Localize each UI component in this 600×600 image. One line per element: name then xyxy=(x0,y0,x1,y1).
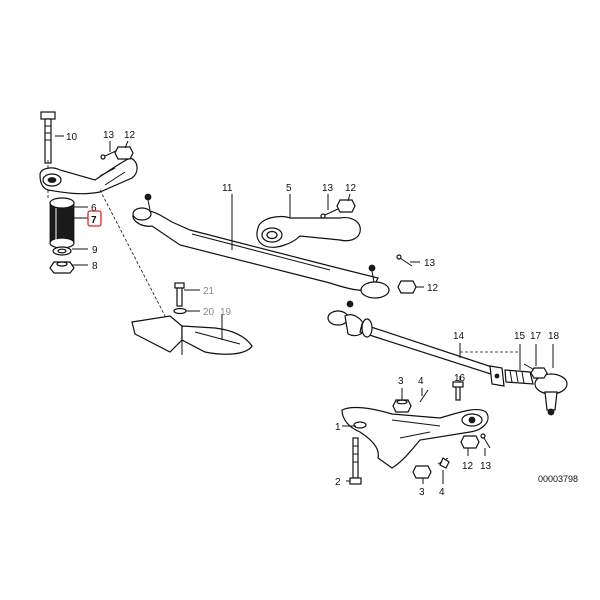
callout-17: 17 xyxy=(530,331,542,342)
cotter-pin-c xyxy=(396,254,413,267)
callout-12: 12 xyxy=(124,130,136,141)
castle-nut-c xyxy=(397,280,417,294)
idler-arm-bushing xyxy=(49,197,75,249)
callout-13: 13 xyxy=(424,258,436,269)
callout-16: 16 xyxy=(454,373,466,384)
diagram-id: 00003798 xyxy=(538,474,578,484)
washer xyxy=(52,246,72,256)
nut-3-top xyxy=(392,399,412,413)
callout-8: 8 xyxy=(92,261,98,272)
castle-nut-a xyxy=(114,146,134,160)
idler-bracket xyxy=(341,406,489,469)
callout-18: 18 xyxy=(548,331,560,342)
callout-12: 12 xyxy=(462,461,474,472)
idler-arm xyxy=(39,157,138,195)
callout-7-highlight-box xyxy=(87,210,102,227)
tie-rod-end xyxy=(504,369,568,416)
callout-21: 21 xyxy=(203,286,215,297)
callout-7: 7 xyxy=(91,215,97,226)
bolt-16 xyxy=(452,381,464,401)
callout-9: 9 xyxy=(92,245,98,256)
callout-10: 10 xyxy=(66,132,78,143)
pitman-arm xyxy=(256,215,361,248)
mounting-bracket xyxy=(131,315,253,355)
pin-4-top xyxy=(419,389,429,403)
bracket-mount-bolt xyxy=(349,437,362,485)
callout-3: 3 xyxy=(398,376,404,387)
callout-12: 12 xyxy=(345,183,357,194)
callout-15: 15 xyxy=(514,331,526,342)
outer-tie-rod xyxy=(327,300,498,377)
callout-3: 3 xyxy=(419,487,425,498)
callout-14: 14 xyxy=(453,331,465,342)
tie-rod-clamp xyxy=(489,365,505,387)
callout-4: 4 xyxy=(439,487,445,498)
cotter-pin-e xyxy=(480,433,491,449)
leader-12b xyxy=(347,193,351,202)
pin-4-bottom xyxy=(437,457,450,469)
bracket-washer xyxy=(173,307,187,315)
callout-5: 5 xyxy=(286,183,292,194)
idler-arm-bolt xyxy=(40,111,56,164)
callout-13: 13 xyxy=(322,183,334,194)
callout-19: 19 xyxy=(220,307,232,318)
callout-2: 2 xyxy=(335,477,341,488)
callout-12: 12 xyxy=(427,283,439,294)
callout-4: 4 xyxy=(418,376,424,387)
nut xyxy=(49,261,75,274)
leader-12a xyxy=(124,140,129,149)
cotter-pin-b xyxy=(320,207,341,219)
callout-13: 13 xyxy=(103,130,115,141)
nut-3-bottom xyxy=(412,465,432,479)
callout-11: 11 xyxy=(222,183,233,194)
callout-1: 1 xyxy=(335,422,341,433)
callout-20: 20 xyxy=(203,307,215,318)
castle-nut-b xyxy=(336,199,356,213)
callout-6: 6 xyxy=(91,203,97,214)
castle-nut-d xyxy=(530,367,548,379)
center-rod-ball-joint xyxy=(360,264,390,299)
callout-13: 13 xyxy=(480,461,492,472)
bracket-bolt xyxy=(174,282,185,307)
castle-nut-e xyxy=(460,435,480,449)
